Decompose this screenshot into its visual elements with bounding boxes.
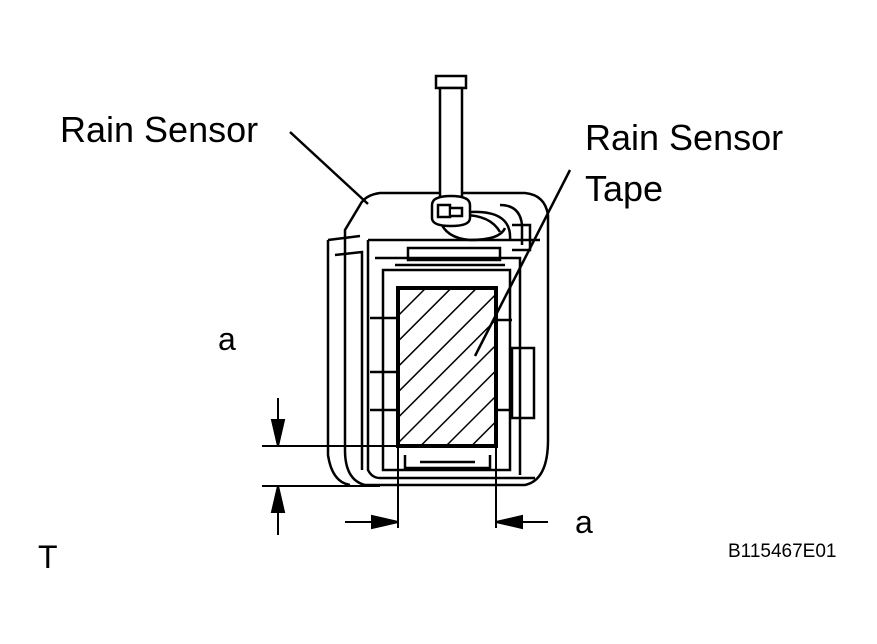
corner-mark-label: T <box>38 539 58 575</box>
sensor-housing <box>326 191 550 487</box>
dim-a-vertical-label: a <box>218 321 236 357</box>
dim-a-horizontal-label: a <box>575 504 593 540</box>
rain-sensor-label: Rain Sensor <box>60 109 259 150</box>
rain-sensor-tape <box>396 286 498 448</box>
rain-sensor-tape-label-line2: Tape <box>585 168 664 209</box>
rain-sensor-leader <box>289 131 369 205</box>
vertical-dimension <box>262 398 398 535</box>
figure-code-label: B115467E01 <box>728 541 837 562</box>
horizontal-dimension <box>345 446 548 530</box>
tape-leader <box>473 169 572 357</box>
mirror-stay <box>430 74 472 228</box>
rain-sensor-tape-label-line1: Rain Sensor <box>585 117 784 158</box>
